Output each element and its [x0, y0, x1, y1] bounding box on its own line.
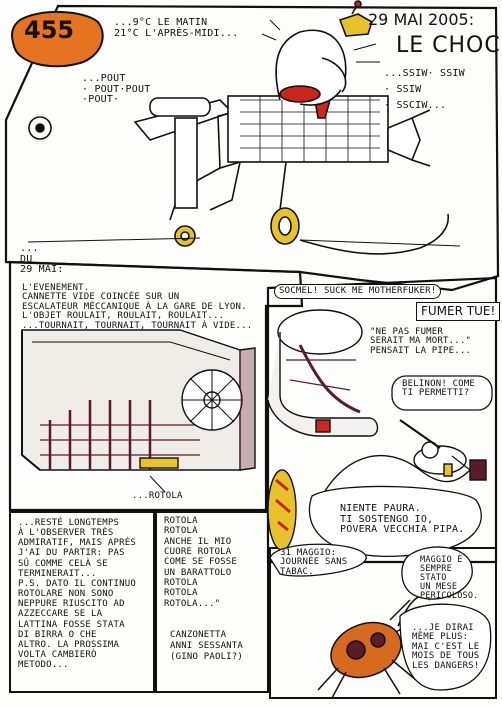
socmel-balloon: SOCMEL! SUCK ME MOTHERFUKER! [274, 284, 442, 300]
sound-pout: ...POUT · POUT·POUT ·POUT· [82, 73, 151, 105]
temperature-caption: ...9°C LE MATIN 21°C L'APRÈS-MIDI... [114, 17, 239, 39]
sound-ssiw: ...SSIW· SSIW · SSIW · SSCIW... [384, 68, 465, 111]
rotola-label: ...ROTOLA [132, 491, 183, 501]
maggio-date: 31 MAGGIO: JOURNÉE SANS TABAC. [280, 548, 348, 577]
song-credit: CANZONETTA ANNI SESSANTA (GINO PAOLI?) [170, 630, 244, 662]
maggio-balloon: MAGGIO È SEMPRE STATO UN MESE PERICOLOSO… [420, 555, 479, 601]
page-title: LE CHOC [396, 33, 501, 58]
robot-figure [27, 0, 461, 255]
balloons [269, 375, 493, 691]
escalator-drawing [21, 329, 256, 493]
event-caption: L'EVENEMENT. CANNETTE VIDE COINCÉE SUR U… [22, 283, 253, 331]
insect-drawing [317, 595, 431, 699]
observation-text: ...RESTÉ LONGTEMPS À L'OBSERVER TRÈS ADM… [18, 518, 136, 671]
page-number: 455 [24, 16, 75, 44]
date-title: 29 MAI 2005: [368, 10, 475, 29]
fumer-tue-sign: FUMER TUE! [416, 302, 501, 321]
number-badge [11, 11, 104, 68]
belinon-balloon: BELINON! COME TI PERMETTI? [402, 379, 476, 399]
pipe-thought: "NE PAS FUMER SERAIT MA MORT..." PENSAIT… [370, 327, 472, 356]
panel2-date: ... DU 29 MAI: [20, 243, 64, 275]
song-lyrics: ROTOLA ROTOLA ANCHE IL MIO CUORE ROTOLA … [164, 516, 238, 609]
niente-balloon: NIENTE PAURA. TI SOSTENGO IO, POVERA VEC… [340, 503, 465, 535]
dirai-balloon: ...JE DIRAI MÊME PLUS: MAI C'EST LE MOIS… [412, 623, 480, 671]
